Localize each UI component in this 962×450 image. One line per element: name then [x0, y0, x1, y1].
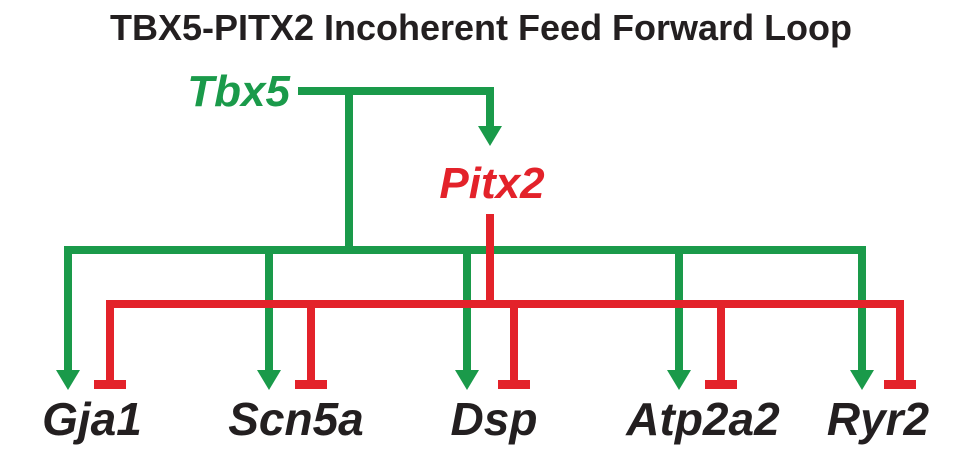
- target-gene-dsp: Dsp: [451, 393, 538, 445]
- ryr2-arrowhead-icon: [850, 370, 874, 390]
- gja1-repression-bar-icon: [94, 380, 126, 389]
- pitx2-repression-edges: [106, 214, 904, 384]
- tbx5-to-pitx2-edge: [298, 87, 494, 128]
- target-gene-gja1: Gja1: [42, 393, 142, 445]
- atp2a2-repression-bar-icon: [705, 380, 737, 389]
- ryr2-repression-bar-icon: [884, 380, 916, 389]
- dsp-repression-bar-icon: [498, 380, 530, 389]
- scn5a-repression-bar-icon: [295, 380, 327, 389]
- pitx2-label: Pitx2: [439, 159, 545, 208]
- tbx5-activation-edges: [64, 87, 866, 372]
- diagram-title: TBX5-PITX2 Incoherent Feed Forward Loop: [110, 7, 852, 48]
- pitx2-arrowhead-icon: [478, 126, 502, 146]
- repression-bars: [94, 380, 916, 389]
- scn5a-arrowhead-icon: [257, 370, 281, 390]
- gja1-arrowhead-icon: [56, 370, 80, 390]
- target-gene-scn5a: Scn5a: [228, 393, 364, 445]
- activation-arrowheads: [56, 126, 874, 390]
- target-genes: Gja1 Scn5a Dsp Atp2a2 Ryr2: [42, 393, 929, 445]
- tbx5-label: Tbx5: [187, 67, 290, 116]
- dsp-arrowhead-icon: [455, 370, 479, 390]
- atp2a2-arrowhead-icon: [667, 370, 691, 390]
- target-gene-ryr2: Ryr2: [827, 393, 930, 445]
- target-gene-atp2a2: Atp2a2: [625, 393, 780, 445]
